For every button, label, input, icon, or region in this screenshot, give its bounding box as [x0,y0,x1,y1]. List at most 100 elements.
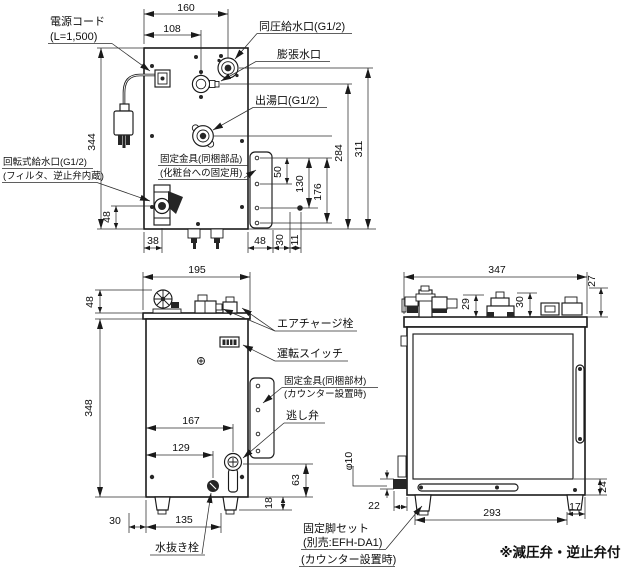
label-text: (L=1,500) [50,31,97,43]
dim-text: 48 [84,296,96,308]
front-view: 347 29 30 27 24 φ10 [299,264,621,567]
dim-48-holes: 48 [247,212,302,253]
dim-text: 63 [290,474,302,486]
dim-135: 135 [146,513,222,533]
plug-neck [119,103,130,112]
dim-11: 11 [289,234,301,251]
dim-text: 27 [586,275,598,287]
dim-48-side: 48 [84,289,152,314]
note-text: ※減圧弁・逆止弁付 [499,544,621,560]
front-middle-fitting [486,291,515,318]
dim-63: 63 [243,463,313,498]
label-text: 固定金具(同梱部品) [160,153,242,165]
side-bolt-dot-left [149,474,155,480]
front-feet [414,494,584,516]
dim-text: 11 [289,234,301,245]
dim-text: 18 [263,497,275,509]
dim-348: 348 [83,318,145,498]
dim-22: 22 [368,491,408,512]
equal-pressure-inlet-fitting [217,57,239,79]
dim-text: 38 [147,235,159,247]
dim-text: 48 [101,211,113,223]
label-text: 膨張水口 [277,47,321,61]
rotary-inlet-fitting [153,184,183,226]
dim-108: 108 [144,23,202,76]
front-inner-panel [412,333,574,480]
dim-text: 293 [483,507,501,519]
expansion-port-fitting [191,74,220,94]
label-text: 固定脚セット [303,521,369,535]
dim-text: 348 [83,399,95,417]
dim-17: 17 [567,497,586,519]
dim-176: 176 [312,158,330,223]
label-drain-plug: 水抜き栓 [150,492,213,556]
relief-valve [223,452,243,493]
front-body-outline [406,326,586,496]
label-text: 固定金具(同梱部材) [284,375,366,387]
dim-text: 30 [274,234,286,246]
dim-311: 311 [353,68,371,229]
plug-body [113,110,134,136]
dim-text: 135 [175,514,193,526]
dim-text: 167 [182,415,200,427]
dim-text: 129 [172,442,190,454]
dim-text: 108 [163,23,181,35]
dim-195: 195 [142,264,251,310]
label-expansion-port: 膨張水口 [220,47,330,82]
front-left-tab [400,335,408,347]
dim-130: 130 [294,158,312,208]
label-relief-valve: 逃し弁 [242,408,325,459]
front-drain-pipe [393,455,407,489]
dim-phi10: φ10 [343,452,394,498]
front-top-plate [403,316,588,328]
label-air-charge: エアチャージ栓 [222,307,357,332]
mount-point-dot [297,205,303,211]
dim-284: 284 [333,84,351,229]
label-text: 逃し弁 [286,408,319,422]
label-power-cord: 電源コード (L=1,500) [48,14,151,72]
side-view: 195 48 348 167 129 63 [83,264,378,556]
dim-text: 160 [177,2,195,14]
label-text: 回転式給水口(G1/2) [3,156,87,168]
operation-switch-vent [219,336,240,348]
label-text: (化粧台への固定用) [160,167,242,179]
dim-text: 176 [312,183,324,201]
dim-text: 130 [294,175,306,193]
dim-347: 347 [403,264,588,314]
dim-30-side: 30 [109,500,147,533]
power-cord-and-plug [113,69,171,148]
dim-text: 311 [353,140,365,157]
label-text: (別売:EFH-DA1) [303,536,382,549]
label-text: 出湯口(G1/2) [255,93,319,107]
dim-text: 29 [460,298,472,310]
dim-text: 30 [109,515,121,527]
dim-text: 344 [86,133,98,151]
dim-344: 344 [86,47,143,230]
side-air-charge-fitting [194,294,223,314]
hot-water-outlet-fitting [191,124,215,148]
dim-text: 347 [488,264,506,276]
label-rotary-inlet: 回転式給水口(G1/2) (フィルタ、逆止弁内蔵) [2,156,151,202]
dim-29: 29 [460,294,484,317]
label-operation-switch: 運転スイッチ [242,344,348,362]
top-view-mounting-bracket [249,151,273,229]
dim-24: 24 [574,478,609,496]
side-screw [197,357,205,365]
dim-text: 195 [188,264,206,276]
label-text: 運転スイッチ [277,347,343,360]
dim-text: 48 [254,235,266,247]
label-text: 同圧給水口(G1/2) [259,19,345,33]
top-view-reference-lines [214,67,376,230]
dim-167: 167 [146,415,234,452]
dim-30-front: 30 [514,292,537,317]
label-fixing-bracket-top: 固定金具(同梱部品) (化粧台への固定用) [158,153,257,180]
dim-38: 38 [143,228,163,253]
dim-text: 24 [597,481,609,493]
label-text: (カウンター設置時) [301,552,396,566]
side-bolt-dot-right [239,474,245,480]
dim-18: 18 [239,497,292,511]
front-side-handle [575,364,585,444]
label-text: エアチャージ栓 [277,316,353,330]
